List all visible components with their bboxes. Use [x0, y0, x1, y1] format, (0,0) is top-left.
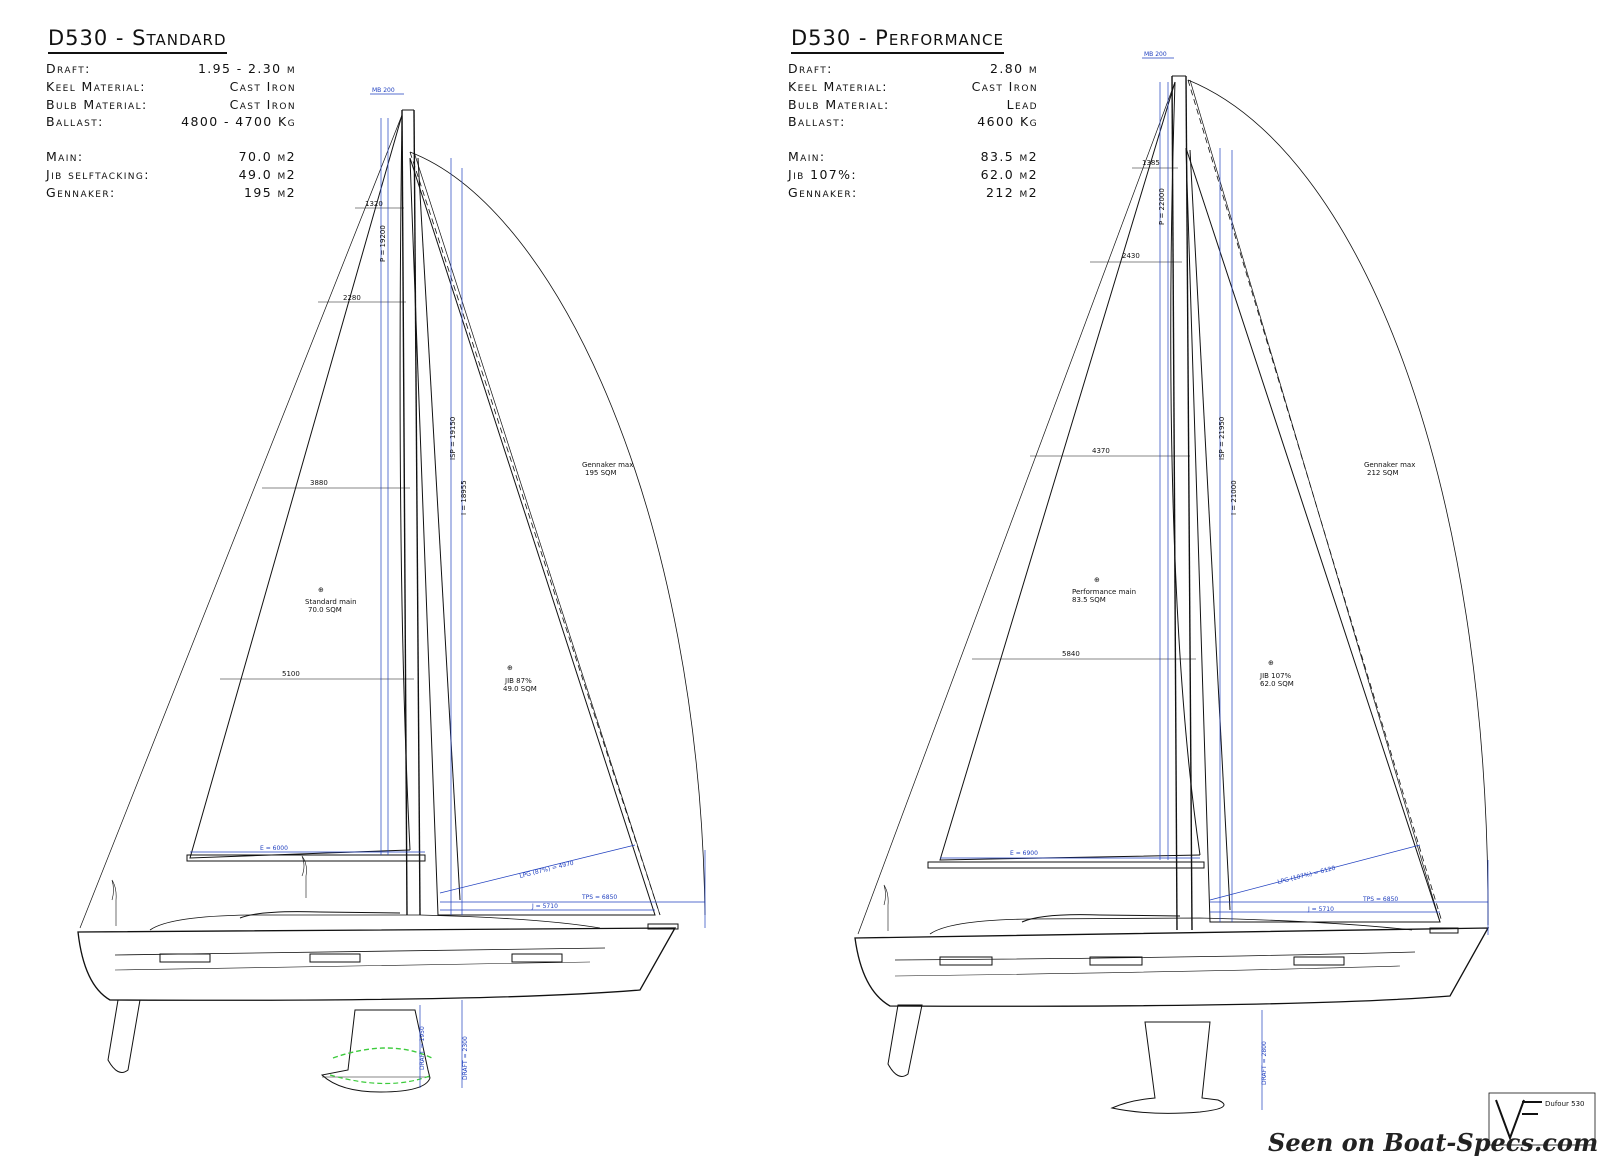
watermark: Seen on Boat-Specs.com: [1268, 1128, 1599, 1157]
mb-label: MB 200: [1144, 51, 1167, 58]
gennaker-luff: [1187, 79, 1443, 923]
standard-title: D530 - Standard: [48, 26, 227, 54]
sail-row: Jib 107%:62.0 m2: [788, 166, 1038, 182]
draft-label: DRAFT = 2300: [462, 1036, 469, 1080]
j-label: J = 5710: [1307, 906, 1334, 913]
jib-area: 62.0 SQM: [1260, 680, 1294, 688]
jib-label: JIB 107%: [1259, 672, 1292, 680]
centroid-icon: ⊕: [1268, 659, 1274, 667]
porthole: [1293, 956, 1345, 966]
mast: [401, 109, 408, 916]
porthole: [309, 953, 361, 963]
gennaker-leech: [1187, 79, 1489, 926]
p-label: P = 22000: [1158, 188, 1166, 225]
gennaker-leech: [409, 151, 706, 916]
rudder: [107, 999, 141, 1073]
backstay: [857, 81, 1176, 935]
porthole: [1089, 956, 1143, 966]
jib-area: 49.0 SQM: [503, 685, 537, 693]
boom: [186, 854, 426, 862]
e-label: E = 6900: [1010, 850, 1038, 857]
girth-label: 3880: [310, 479, 328, 487]
lpg-label: LPG (107%) = 6120: [1277, 865, 1337, 886]
sail-row: Gennaker:195 m2: [46, 184, 296, 200]
girth-label: 1385: [1142, 159, 1160, 167]
logo-text: Dufour 530: [1545, 1100, 1585, 1108]
draft-label: DRAFT = 1950: [419, 1026, 426, 1070]
sail-row: Main:70.0 m2: [46, 149, 296, 165]
centroid-icon: ⊕: [507, 664, 513, 672]
girth-label: 5100: [282, 670, 300, 678]
spec-row: Keel Material:Cast Iron: [46, 78, 296, 94]
standard-sailplan-drawing: MB 200 1320 2280 3880 5100 P = 19200 ISP…: [77, 87, 706, 1093]
keel: [320, 1009, 431, 1093]
centroid-icon: ⊕: [318, 586, 324, 594]
main-area: 70.0 SQM: [308, 606, 342, 614]
mainsail: [189, 114, 411, 859]
sail-row: Jib selftacking:49.0 m2: [46, 166, 296, 182]
performance-specs: Draft:2.80 m Keel Material:Cast Iron Bul…: [788, 60, 1038, 202]
isp-label: ISP = 21950: [1218, 417, 1226, 460]
j-label: J = 5710: [531, 903, 558, 910]
spec-row: Ballast:4800 - 4700 Kg: [46, 114, 296, 130]
performance-panel: D530 - Performance Draft:2.80 m Keel Mat…: [788, 0, 1600, 1170]
girth-label: 4370: [1092, 447, 1110, 455]
spec-row: Ballast:4600 Kg: [788, 114, 1038, 130]
girth-label: 2430: [1122, 252, 1140, 260]
sail-row: Gennaker:212 m2: [788, 184, 1038, 200]
gennaker-area: 212 SQM: [1367, 469, 1399, 477]
main-area: 83.5 SQM: [1072, 596, 1106, 604]
forestay: [413, 151, 661, 916]
porthole: [511, 953, 563, 963]
standard-panel: D530 - Standard Draft:1.95 - 2.30 m Keel…: [46, 26, 706, 1093]
spec-row: Bulb Material:Lead: [788, 96, 1038, 112]
tps-label: TPS = 6850: [1362, 896, 1398, 903]
spec-row: Keel Material:Cast Iron: [788, 78, 1038, 94]
spec-row: Draft:1.95 - 2.30 m: [46, 61, 296, 76]
keel: [1110, 1021, 1225, 1114]
girth-label: 5840: [1062, 650, 1080, 658]
porthole: [939, 956, 993, 966]
girth-label: 1320: [365, 200, 383, 208]
p-label: P = 19200: [379, 225, 387, 262]
designer-logo-icon: [1488, 1092, 1596, 1146]
performance-title: D530 - Performance: [791, 26, 1004, 54]
standard-specs: Draft:1.95 - 2.30 m Keel Material:Cast I…: [46, 60, 296, 202]
backstay: [79, 114, 403, 929]
rudder: [887, 1004, 923, 1077]
girth-label: 2280: [343, 294, 361, 302]
jib: [1185, 147, 1441, 923]
gennaker-label: Gennaker max: [582, 461, 633, 469]
boom: [927, 861, 1205, 869]
gennaker-area: 195 SQM: [585, 469, 617, 477]
spec-row: Draft:2.80 m: [788, 61, 1038, 76]
forestay: [1189, 79, 1441, 923]
isp-label: ISP = 19150: [449, 417, 457, 460]
e-label: E = 6000: [260, 845, 288, 852]
hull: [77, 927, 677, 1001]
cabin: [929, 917, 1413, 935]
mb-label: MB 200: [372, 87, 395, 94]
gennaker-label: Gennaker max: [1364, 461, 1415, 469]
porthole: [159, 953, 211, 963]
hull: [854, 927, 1490, 1007]
main-label: Standard main: [305, 598, 357, 606]
jib: [409, 157, 656, 916]
sail-row: Main:83.5 m2: [788, 149, 1038, 165]
gennaker-luff: [409, 151, 661, 916]
main-label: Performance main: [1072, 588, 1136, 596]
draft-label: DRAFT = 2800: [1261, 1041, 1268, 1085]
jib-label: JIB 87%: [504, 677, 532, 685]
i-label: I = 18955: [460, 480, 468, 515]
i-label: I = 21000: [1230, 480, 1238, 515]
mast: [1171, 75, 1178, 931]
spec-row: Bulb Material:Cast Iron: [46, 96, 296, 112]
performance-sailplan-drawing: MB 200 1385 2430 4370 5840 P = 22000 ISP…: [854, 51, 1490, 1114]
tps-label: TPS = 6850: [581, 894, 617, 901]
lpg-label: LPG (87%) = 4970: [519, 860, 575, 880]
mainsail: [939, 81, 1201, 861]
cabin: [149, 914, 601, 931]
centroid-icon: ⊕: [1094, 576, 1100, 584]
